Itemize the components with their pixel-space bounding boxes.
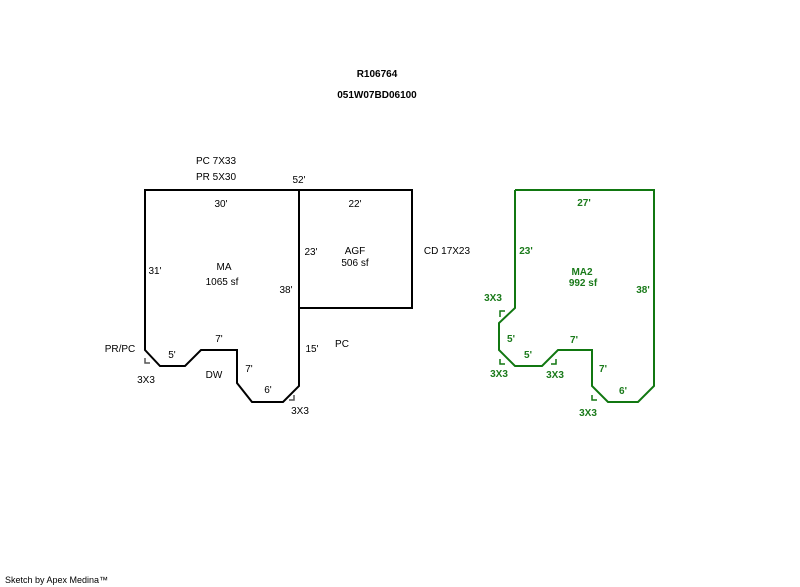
agf-top-dim: 22' xyxy=(348,199,361,210)
ma-step1-dim: 5' xyxy=(168,350,176,361)
ma-right-lower-dim: 15' xyxy=(305,344,318,355)
agf-outline xyxy=(299,189,413,309)
overall-width-label: 52' xyxy=(292,175,305,186)
corner-marker-ma2-2 xyxy=(499,359,505,365)
ma2-step2-dim: 7' xyxy=(570,335,578,346)
ma-outline xyxy=(144,189,300,403)
ma-step4-dim: 6' xyxy=(264,385,272,396)
agf-area: 506 sf xyxy=(341,258,368,269)
corner-marker-ma2-3 xyxy=(551,359,557,365)
record-id: R106764 xyxy=(357,69,398,80)
ma2-diag-dim: 5' xyxy=(507,334,515,345)
corner-marker-ma-right xyxy=(289,395,295,401)
ma2-corner-label-2: 3X3 xyxy=(490,369,508,380)
ma-area: 1065 sf xyxy=(206,277,239,288)
ma-right-dim: 38' xyxy=(279,285,292,296)
corner-marker-ma-left xyxy=(144,358,150,364)
ma2-corner-label-1: 3X3 xyxy=(484,293,502,304)
ma2-top-dim: 27' xyxy=(577,198,591,209)
ma-corner-label-left: 3X3 xyxy=(137,375,155,386)
ma2-step1-dim: 5' xyxy=(524,350,532,361)
ma2-left-dim: 23' xyxy=(519,246,533,257)
ma2-step4-dim: 6' xyxy=(619,386,627,397)
pr-note: PR 5X30 xyxy=(196,172,236,183)
ma2-area: 992 sf xyxy=(569,278,598,289)
ma2-name: MA2 xyxy=(571,267,593,278)
ma2-corner-label-4: 3X3 xyxy=(579,408,597,419)
ma-name: MA xyxy=(217,262,232,273)
footer-credit: Sketch by Apex Medina™ xyxy=(5,575,109,585)
corner-marker-ma2-1 xyxy=(499,310,505,317)
pc-note: PC 7X33 xyxy=(196,156,236,167)
parcel-id: 051W07BD06100 xyxy=(337,90,417,101)
agf-name: AGF xyxy=(345,246,366,257)
ma-top-dim: 30' xyxy=(214,199,227,210)
ma-step2-dim: 7' xyxy=(215,334,223,345)
agf-left-dim: 23' xyxy=(304,247,317,258)
ma-step3-dim: 7' xyxy=(245,364,253,375)
ma2-right-dim: 38' xyxy=(636,285,650,296)
pr-pc-label: PR/PC xyxy=(105,344,136,355)
cd-note: CD 17X23 xyxy=(424,246,471,257)
ma2-outline xyxy=(498,189,655,403)
ma2-corner-label-3: 3X3 xyxy=(546,370,564,381)
corner-marker-ma2-4 xyxy=(591,395,597,401)
ma2-step3-dim: 7' xyxy=(599,364,607,375)
dw-label: DW xyxy=(206,370,223,381)
ma-corner-label-right: 3X3 xyxy=(291,406,309,417)
pc-label: PC xyxy=(335,339,349,350)
ma-left-dim: 31' xyxy=(148,266,161,277)
